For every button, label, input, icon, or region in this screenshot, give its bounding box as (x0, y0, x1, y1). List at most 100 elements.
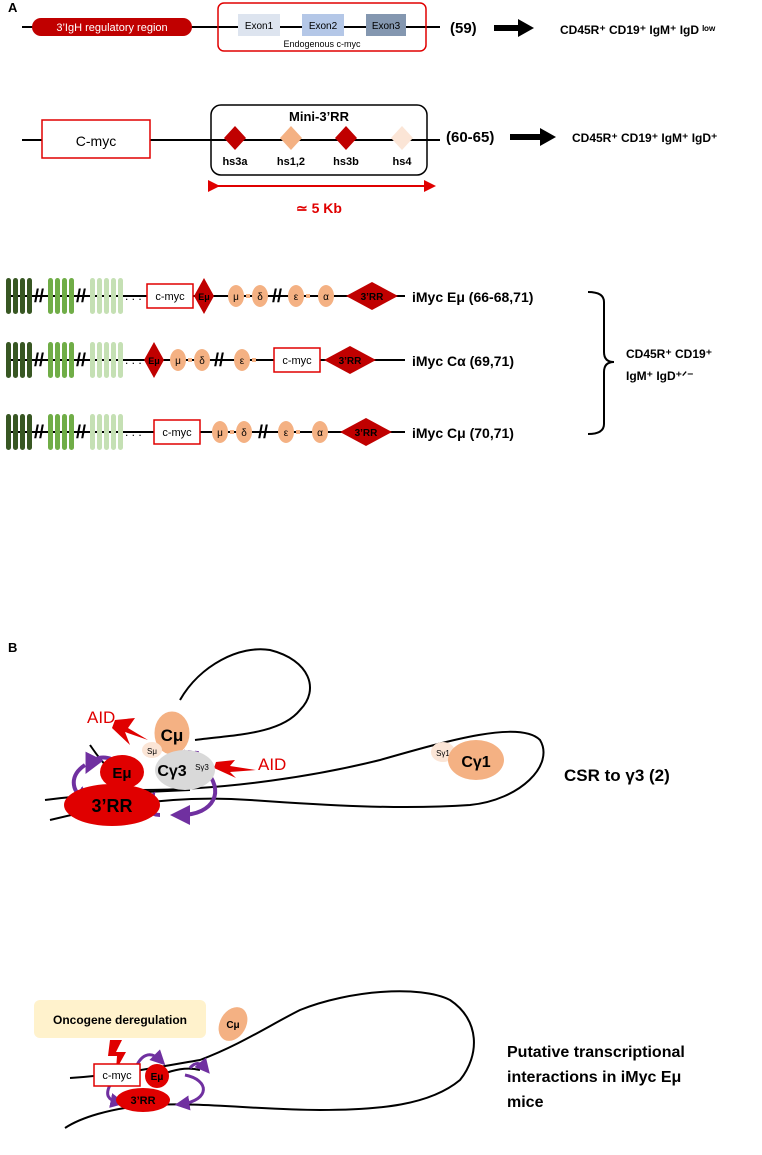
v-segment-bar (13, 414, 18, 450)
break-mark: // (34, 422, 44, 442)
cmyc-label: c-myc (155, 291, 185, 303)
v-segment-bar (118, 278, 123, 314)
delta-oval (236, 421, 252, 443)
mu-label: μ (233, 292, 239, 303)
spacer-dot (246, 294, 250, 298)
regulatory-region-box (32, 18, 192, 36)
interaction-caption-2: interactions in iMyc Eμ (507, 1069, 681, 1086)
delta-label: δ (199, 356, 205, 367)
exon3-label: Exon3 (372, 21, 401, 32)
exon2-label: Exon2 (309, 21, 338, 32)
v-segment-bar (62, 278, 67, 314)
spacer-dot (296, 430, 300, 434)
row2-construct: C-myc Mini-3’RR hs3a hs1,2 hs3b hs4 (22, 104, 440, 176)
hs3b-diamond (335, 126, 357, 150)
v-segment-bar (27, 342, 32, 378)
rr3-label: 3’RR (355, 428, 379, 439)
cmyc-box (153, 419, 201, 445)
v-segment-bar (62, 342, 67, 378)
mu-label: μ (217, 428, 223, 439)
spacer-dot (252, 358, 256, 362)
epsilon-oval (288, 285, 304, 307)
v-segment-bar (97, 414, 102, 450)
cmyc-box (146, 283, 194, 309)
v-segment-bar (118, 342, 123, 378)
hs4-diamond (391, 126, 413, 150)
v-segment-bar (6, 342, 11, 378)
cmu-label-top: Cμ (161, 726, 184, 745)
rr3-diamond (346, 282, 398, 310)
alpha-oval (312, 421, 328, 443)
break-dots: . . . (125, 425, 142, 439)
construct-name: iMyc Eμ (66-68,71) (412, 289, 533, 305)
v-segment-bar (104, 342, 109, 378)
row2-ref: (60-65) (446, 129, 494, 146)
exon3-box (366, 14, 406, 36)
emu-diamond (144, 342, 164, 378)
rr3-label: 3’RR (339, 356, 363, 367)
hs3a-label: hs3a (222, 156, 248, 168)
v-segment-bar (20, 342, 25, 378)
regulatory-region-label: 3’IgH regulatory region (56, 22, 167, 34)
v-segment-bar (104, 278, 109, 314)
v-segment-bar (90, 278, 95, 314)
spacer-dot (230, 430, 234, 434)
emu-diamond (194, 278, 214, 314)
break-mark: // (34, 286, 44, 306)
delta-label: δ (241, 428, 247, 439)
break-mark: // (76, 350, 86, 370)
v-segment-bar (111, 342, 116, 378)
epsilon-label: ε (294, 292, 299, 303)
v-segment-bar (20, 414, 25, 450)
oncogene-label: Oncogene deregulation (53, 1013, 187, 1027)
delta-oval (194, 349, 210, 371)
rr3-diamond (340, 418, 392, 446)
exon2-box (302, 14, 344, 36)
epsilon-oval (278, 421, 294, 443)
cmyc-box (41, 119, 151, 159)
mu-label: μ (175, 356, 181, 367)
emu-label-top: Eμ (112, 765, 131, 782)
panel-a-label: A (8, 0, 18, 15)
row2-phenotype: CD45R⁺ CD19⁺ IgM⁺ IgD⁺ (572, 131, 717, 145)
mu-oval (212, 421, 228, 443)
alpha-label: α (323, 292, 329, 303)
spacer-dot (306, 294, 310, 298)
v-segment-bar (48, 278, 53, 314)
row1-phenotype: CD45R⁺ CD19⁺ IgM⁺ IgD ˡᵒʷ (560, 23, 716, 37)
bracket-phenotype-2: IgM⁺ IgD⁺ᐟ⁻ (626, 369, 693, 383)
smu-label: Sμ (147, 747, 157, 756)
v-segment-bar (69, 414, 74, 450)
cmyc-label: c-myc (162, 427, 192, 439)
v-segment-bar (118, 414, 123, 450)
emu-label-bottom: Eμ (151, 1072, 164, 1083)
v-segment-bar (69, 342, 74, 378)
mu-oval (228, 285, 244, 307)
break-dots: . . . (125, 353, 142, 367)
mu-oval (170, 349, 186, 371)
delta-label: δ (257, 292, 263, 303)
hs12-label: hs1,2 (277, 156, 305, 168)
csr-caption: CSR to γ3 (2) (564, 766, 670, 785)
v-segment-bar (69, 278, 74, 314)
epsilon-label: ε (284, 428, 289, 439)
v-segment-bar (90, 342, 95, 378)
v-segment-bar (48, 342, 53, 378)
alpha-label: α (317, 428, 323, 439)
interaction-caption-3: mice (507, 1094, 544, 1111)
mini-3rr-label: Mini-3’RR (289, 109, 350, 124)
construct-name: iMyc Cμ (70,71) (412, 425, 514, 441)
cmu-label-bottom: Cμ (226, 1020, 239, 1031)
sg1-label: Sγ1 (436, 749, 450, 758)
cmyc-label: C-myc (76, 133, 116, 149)
v-segment-bar (104, 414, 109, 450)
aid-label-1: AID (87, 708, 115, 727)
v-segment-bar (90, 414, 95, 450)
mini-3rr-box (210, 104, 428, 176)
hs12-diamond (280, 126, 302, 150)
v-segment-bar (62, 414, 67, 450)
cmyc-box (273, 347, 321, 373)
cg3-label: Cγ3 (157, 763, 186, 780)
v-segment-bar (48, 414, 53, 450)
